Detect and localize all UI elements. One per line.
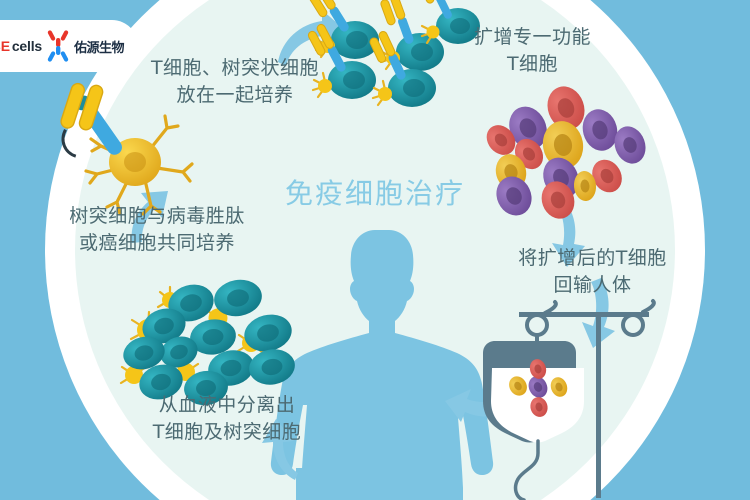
arrow-bottom-to-left xyxy=(262,419,298,480)
illustration-multicolored-expanded-cells xyxy=(486,86,646,219)
antibody-icon xyxy=(47,30,69,62)
arrow-topright-to-right xyxy=(552,196,585,267)
logo-text-primary: BE xyxy=(0,38,10,54)
brand-logo[interactable]: BE cells 佑源生物 xyxy=(0,20,138,72)
page-title: 免疫细胞治疗 xyxy=(284,177,465,210)
illustration-iv-bag-on-stand-with-cells xyxy=(483,299,656,500)
logo-text-chinese: 佑源生物 xyxy=(73,40,125,56)
caption-coculture-dendritic: 树突细胞与病毒胜肽 或癌细胞共同培养 xyxy=(69,205,245,254)
arrow-left-to-topleft xyxy=(131,191,168,243)
illustration-cluster-of-activated-tcells xyxy=(307,0,480,107)
logo-text-secondary: cells xyxy=(11,38,42,54)
caption-infusion: 将扩增后的T细胞 回输人体 xyxy=(518,247,667,296)
human-silhouette xyxy=(270,230,494,500)
illustration-teal-tcells-with-yellow-dendritic-cells xyxy=(119,279,295,406)
illustration-dendritic-cell-presenting-antigen xyxy=(60,82,194,216)
caption-collect-blood: 从血液中分离出 T细胞及树突细胞 xyxy=(152,394,302,443)
caption-expand-tcells: 扩增专一功能 T细胞 xyxy=(473,26,591,75)
caption-coculture-tcell-dendritic: T细胞、树突状细胞 放在一起培养 xyxy=(150,57,320,106)
